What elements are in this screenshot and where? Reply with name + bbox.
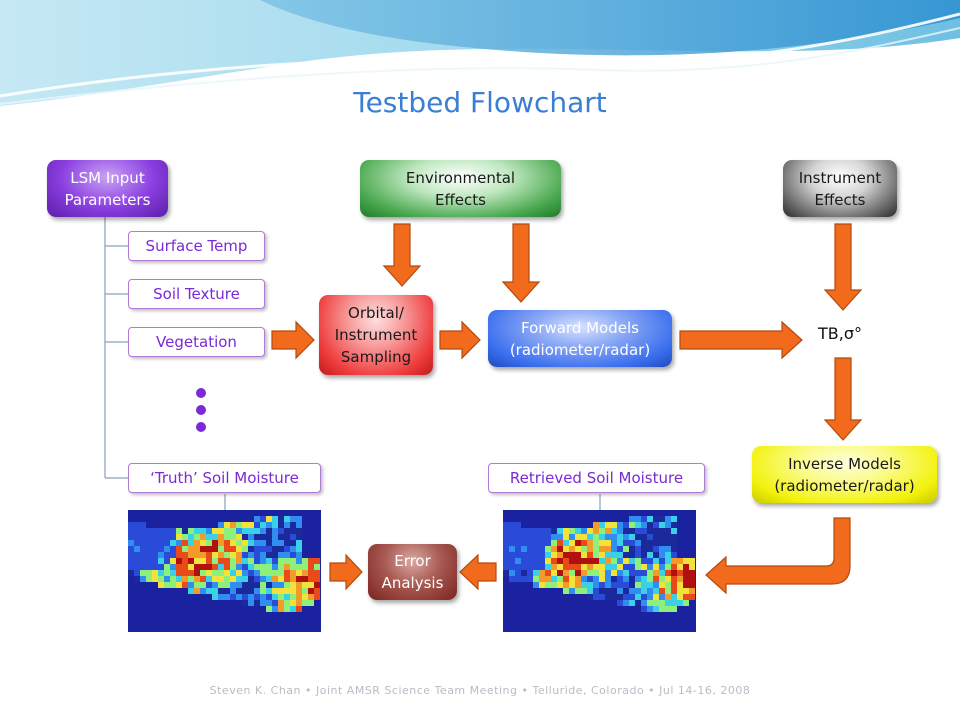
- tb-sigma-label: TB,σ°: [818, 324, 862, 343]
- ellipsis-dots: [196, 388, 206, 432]
- arrow-inverse-to-retrieved: [705, 517, 851, 595]
- arrow-env-to-forward: [501, 223, 541, 303]
- arrow-tb-to-inverse: [823, 357, 863, 441]
- arrow-inst-to-tb: [823, 223, 863, 311]
- environmental-effects-box: Environmental Effects: [360, 160, 561, 217]
- lsm-input-parameters-box: LSM Input Parameters: [47, 160, 168, 217]
- footer-credit: Steven K. Chan • Joint AMSR Science Team…: [209, 684, 751, 697]
- lsm-input-parameters-label: LSM Input Parameters: [64, 168, 151, 209]
- surface-temp-item: Surface Temp: [128, 231, 265, 261]
- arrow-truth-to-error: [329, 553, 363, 591]
- environmental-effects-label: Environmental Effects: [405, 168, 516, 209]
- error-analysis-box: Error Analysis: [368, 544, 457, 600]
- orbital-instrument-sampling-box: Orbital/ Instrument Sampling: [319, 295, 433, 375]
- arrow-env-to-orbital: [382, 223, 422, 287]
- orbital-instrument-sampling-label: Orbital/ Instrument Sampling: [334, 304, 418, 366]
- error-analysis-label: Error Analysis: [381, 552, 444, 592]
- arrow-retrieved-to-error: [459, 553, 497, 591]
- forward-models-box: Forward Models (radiometer/radar): [488, 310, 672, 367]
- flow-arrows: [271, 223, 863, 595]
- retrieved-soil-moisture-item: Retrieved Soil Moisture: [488, 463, 705, 493]
- arrow-orbital-to-forward: [439, 320, 481, 360]
- page-title: Testbed Flowchart: [353, 86, 607, 119]
- tree-connectors: [104, 216, 601, 510]
- soil-texture-item: Soil Texture: [128, 279, 265, 309]
- truth-soil-moisture-item: ‘Truth’ Soil Moisture: [128, 463, 321, 493]
- instrument-effects-label: Instrument Effects: [798, 168, 882, 209]
- forward-models-label: Forward Models (radiometer/radar): [509, 318, 651, 359]
- instrument-effects-box: Instrument Effects: [783, 160, 897, 217]
- inverse-models-label: Inverse Models (radiometer/radar): [774, 454, 915, 495]
- arrow-forward-to-tb: [679, 320, 803, 360]
- arrow-veg-to-orbital: [271, 320, 315, 360]
- retrieved-soil-moisture-map: [503, 510, 696, 632]
- vegetation-item: Vegetation: [128, 327, 265, 357]
- inverse-models-box: Inverse Models (radiometer/radar): [752, 446, 937, 503]
- truth-soil-moisture-map: [128, 510, 321, 632]
